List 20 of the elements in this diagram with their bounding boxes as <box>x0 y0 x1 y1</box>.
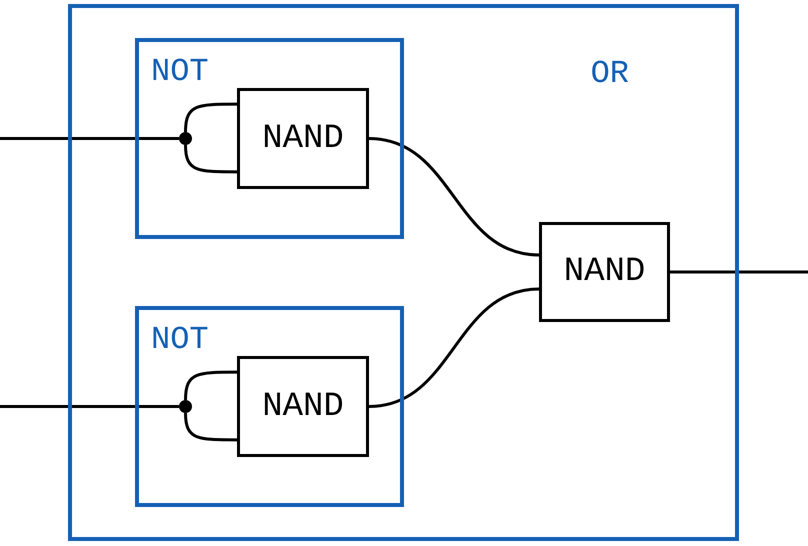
block-label: NOT <box>151 56 209 88</box>
wire <box>0 405 179 408</box>
wire <box>184 144 237 174</box>
not-block-frame <box>135 306 404 507</box>
junction-dot <box>179 132 192 145</box>
wire <box>368 288 540 408</box>
block-label: OR <box>590 58 629 90</box>
gate-box: NAND <box>237 356 369 457</box>
gate-box: NAND <box>237 88 369 189</box>
or-block-frame <box>68 4 739 541</box>
wire <box>368 137 540 256</box>
not-block-frame <box>135 38 404 239</box>
wire <box>670 270 808 274</box>
wire <box>0 137 179 140</box>
wire <box>184 412 237 442</box>
wire <box>184 370 237 400</box>
junction-dot <box>179 400 192 413</box>
gate-box: NAND <box>539 222 670 322</box>
wire <box>184 102 237 132</box>
block-label: NOT <box>151 324 209 356</box>
